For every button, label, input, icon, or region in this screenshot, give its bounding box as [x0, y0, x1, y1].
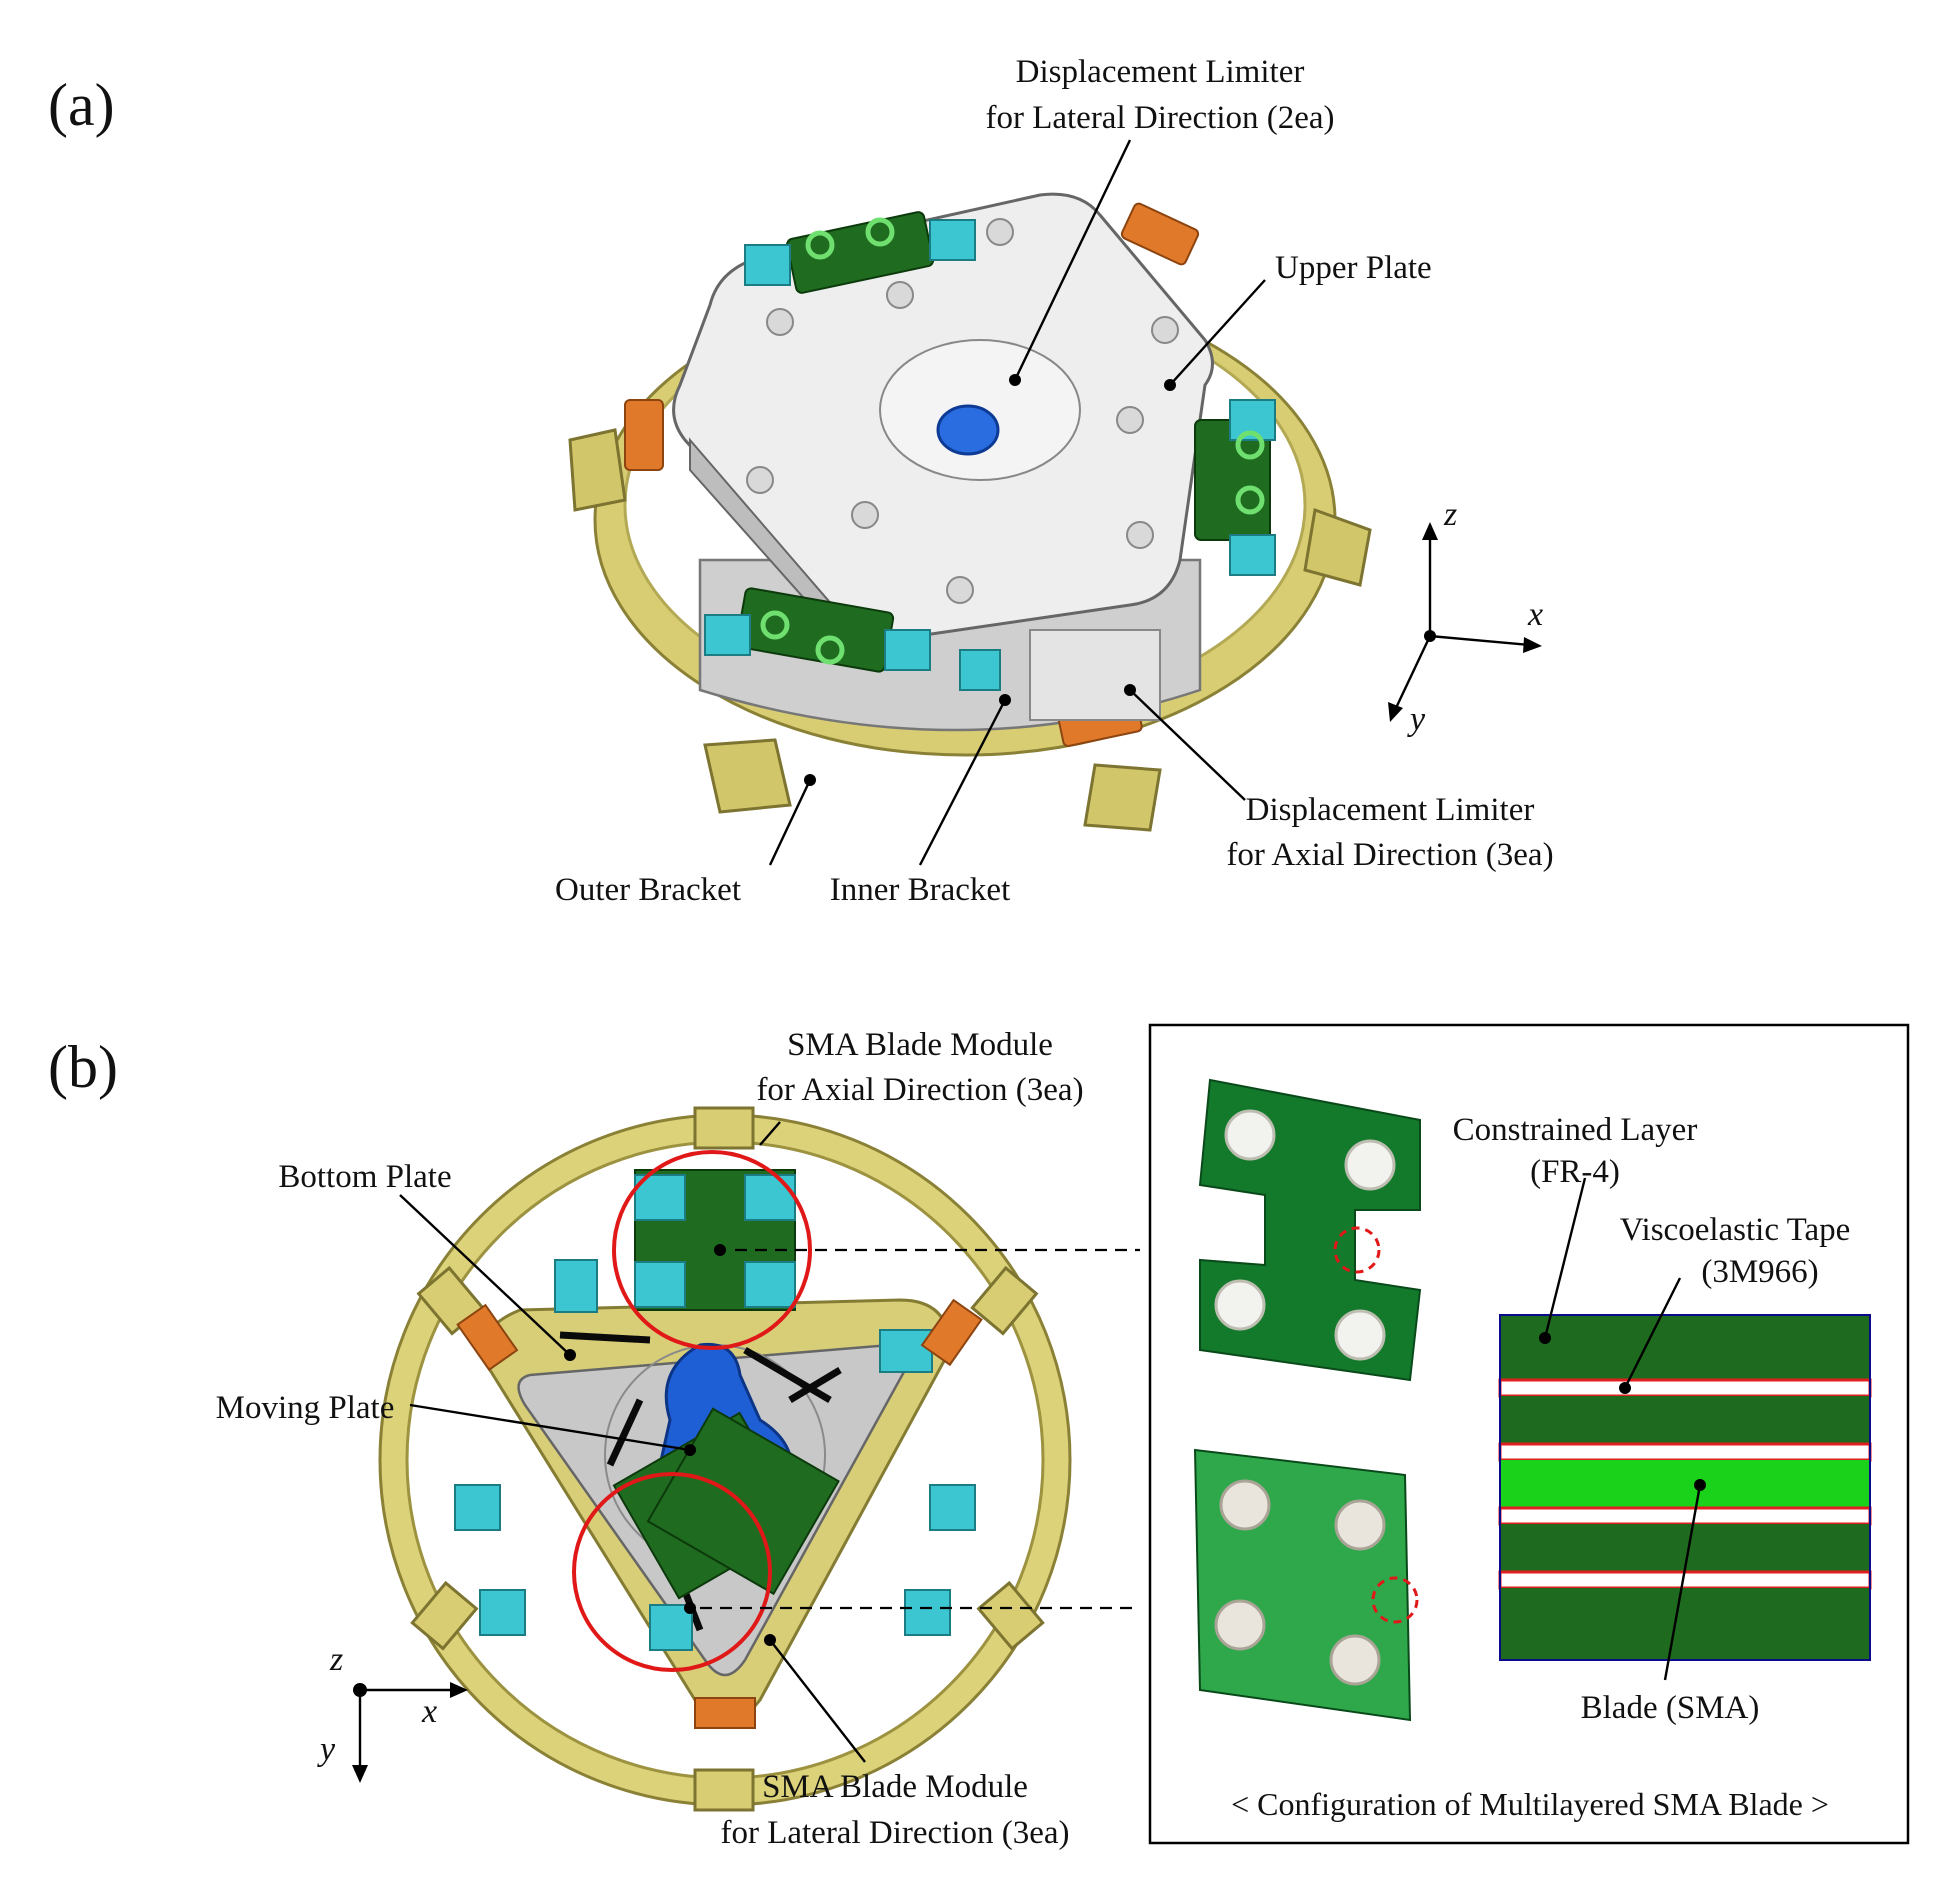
panel-b-axes — [352, 1682, 468, 1783]
multilayer-stack — [1498, 1314, 1872, 1661]
inset-leaders — [1539, 1177, 1706, 1681]
panel-a-axis-y: y — [1407, 701, 1426, 738]
callout-axial-module-line2: for Axial Direction (3ea) — [756, 1072, 1083, 1108]
isometric-assembly-render — [568, 192, 1372, 832]
callout-lateral-limiter-line2: for Lateral Direction (2ea) — [985, 100, 1334, 136]
lateral-limiter-blue — [936, 404, 1000, 456]
highlight-lateral-module — [572, 1472, 772, 1672]
panel-b-axis-y: y — [317, 1731, 336, 1768]
layer-constrained-top — [1500, 1315, 1870, 1380]
inset-frame — [1148, 1023, 1910, 1845]
upper-plate-bolt-holes — [746, 218, 1179, 604]
callout-axial-limiter-line2: for Axial Direction (3ea) — [1226, 837, 1553, 873]
photo-sma-blade-bottom — [1193, 1448, 1419, 1722]
inset-caption: < Configuration of Multilayered SMA Blad… — [1231, 1786, 1829, 1822]
callout-axial-module-line1: SMA Blade Module — [787, 1027, 1053, 1063]
axial-limiter-block — [1029, 629, 1161, 721]
layer-tape-3 — [1498, 1506, 1872, 1526]
inset-viscoelastic-tape-line1: Viscoelastic Tape — [1620, 1212, 1851, 1248]
panel-b-axis-z: z — [329, 1641, 343, 1678]
callout-outer-bracket: Outer Bracket — [555, 872, 741, 908]
axial-modules-b — [454, 1169, 976, 1651]
panel-a-axis-z: z — [1443, 496, 1457, 533]
callout-upper-plate: Upper Plate — [1275, 250, 1432, 286]
module-bolt-rings — [760, 217, 1265, 665]
panel-label-a: (a) — [48, 72, 115, 138]
panel-b-leaders — [399, 1121, 1140, 1763]
panel-a-axes — [1388, 522, 1542, 722]
photo-sma-blade-top — [1198, 1078, 1422, 1382]
callout-lateral-limiter-line1: Displacement Limiter — [1016, 54, 1305, 90]
bottom-view-render — [378, 1106, 1072, 1812]
callout-axial-limiter-line1: Displacement Limiter — [1246, 792, 1535, 828]
inset-viscoelastic-tape-line2: (3M966) — [1701, 1254, 1818, 1290]
axial-limiters-b — [456, 1298, 983, 1729]
layer-constrained-bottom — [1500, 1588, 1870, 1660]
callout-lateral-module-line1: SMA Blade Module — [762, 1769, 1028, 1805]
callout-lateral-module-line2: for Lateral Direction (3ea) — [720, 1815, 1069, 1851]
blade-edge-highlight-top — [1333, 1226, 1381, 1274]
layer-tape-2 — [1498, 1442, 1872, 1462]
inset-blade-label: Blade (SMA) — [1581, 1690, 1760, 1726]
panel-b-axis-x: x — [421, 1693, 437, 1730]
layer-sma-blade — [1500, 1460, 1870, 1508]
panel-a-axis-x: x — [1527, 596, 1543, 633]
callout-moving-plate: Moving Plate — [216, 1390, 395, 1426]
callout-inner-bracket: Inner Bracket — [830, 872, 1011, 908]
inset-constrained-layer-line1: Constrained Layer — [1453, 1112, 1698, 1148]
sma-modules-render — [704, 211, 1276, 691]
layer-constrained-2 — [1500, 1396, 1870, 1444]
highlight-axial-module — [612, 1150, 812, 1350]
panel-a-leaders — [768, 139, 1266, 866]
callout-bottom-plate: Bottom Plate — [278, 1159, 451, 1195]
blade-edge-highlight-bottom — [1371, 1576, 1419, 1624]
inset-constrained-layer-line2: (FR-4) — [1530, 1154, 1620, 1190]
layer-tape-1 — [1498, 1378, 1872, 1398]
panel-label-b: (b) — [48, 1034, 118, 1100]
outer-bracket-feet — [568, 428, 1372, 832]
